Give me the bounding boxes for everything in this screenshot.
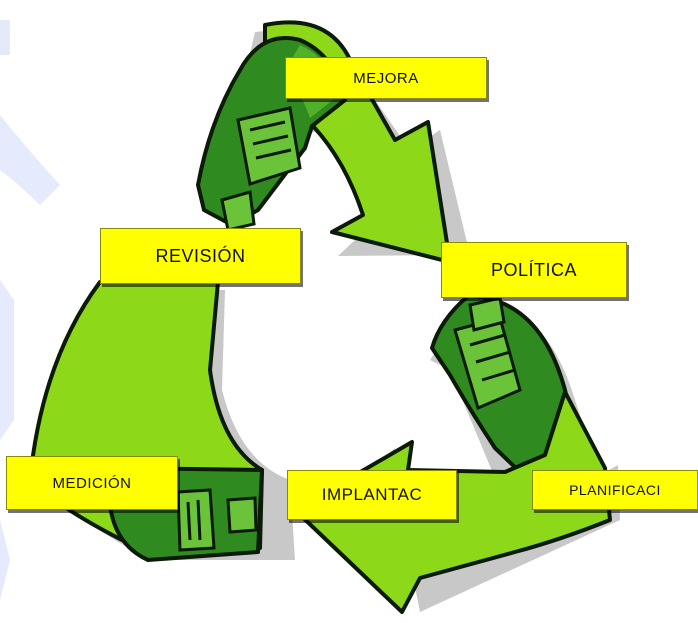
left-edge-glow — [0, 20, 60, 600]
document-icon — [176, 106, 522, 552]
stage-label-medicion: MEDICIÓN — [6, 456, 178, 510]
stage-label-mejora: MEJORA — [285, 57, 487, 99]
stage-label-politica: POLÍTICA — [441, 242, 627, 298]
stage-label-revision: REVISIÓN — [100, 228, 301, 284]
stage-label-planificaci: PLANIFICACI — [532, 470, 698, 510]
stage-label-implantac: IMPLANTAC — [287, 470, 457, 520]
right-arrow — [293, 294, 612, 614]
